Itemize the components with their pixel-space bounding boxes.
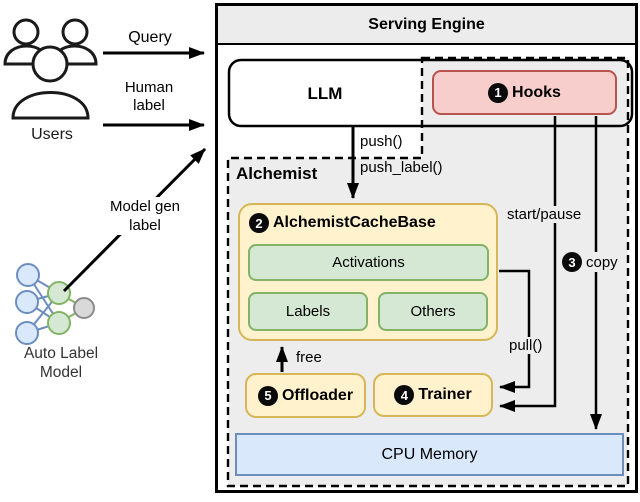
trainer-number-badge: 4 <box>394 385 415 405</box>
hooks-box: 1 Hooks <box>432 70 617 115</box>
labels-label: Labels <box>285 303 331 320</box>
copy-number-badge: 3 <box>562 252 582 272</box>
push-label-label: push_label() <box>360 159 443 176</box>
copy-label: copy <box>586 253 618 271</box>
llm-container-outline <box>227 58 634 128</box>
auto-label-model-label: Auto Label Model <box>23 345 99 381</box>
neural-network-icon <box>15 263 95 345</box>
query-label: Query <box>128 29 172 46</box>
others-label: Others <box>410 303 456 320</box>
labels-box: Labels <box>248 292 368 331</box>
copy-label-group: 3 copy <box>560 252 620 272</box>
push-label: push() <box>360 133 403 150</box>
serving-engine-title: Serving Engine <box>368 15 485 33</box>
cpu-memory-box: CPU Memory <box>235 433 624 476</box>
cache-base-number-badge: 2 <box>249 213 269 233</box>
hooks-number-badge: 1 <box>488 82 509 103</box>
human-label-label: Human label <box>124 79 174 114</box>
cache-base-header: 2 AlchemistCacheBase <box>249 213 436 233</box>
hooks-label: Hooks <box>512 83 561 101</box>
alchemist-label: Alchemist <box>236 164 318 183</box>
llm-box-fill <box>229 60 420 126</box>
offloader-label: Offloader <box>281 386 354 404</box>
llm-label: LLM <box>307 83 343 103</box>
start-pause-arrow <box>499 116 557 412</box>
offloader-box: 5 Offloader <box>245 373 366 418</box>
offloader-number-badge: 5 <box>257 385 278 406</box>
users-label: Users <box>31 126 73 143</box>
pull-label: pull() <box>507 337 545 354</box>
cpu-memory-label: CPU Memory <box>381 445 478 463</box>
pull-arrow <box>499 269 531 393</box>
activations-label: Activations <box>332 254 405 271</box>
users-icon <box>3 18 98 120</box>
cache-base-label: AlchemistCacheBase <box>273 214 436 231</box>
free-label: free <box>296 349 322 366</box>
activations-box: Activations <box>248 244 489 281</box>
trainer-label: Trainer <box>418 386 472 403</box>
model-gen-label-label: Model gen label <box>98 197 192 235</box>
start-pause-label: start/pause <box>505 206 584 223</box>
others-box: Others <box>378 292 488 331</box>
serving-engine-header: Serving Engine <box>218 6 635 45</box>
trainer-box: 4 Trainer <box>373 373 493 417</box>
